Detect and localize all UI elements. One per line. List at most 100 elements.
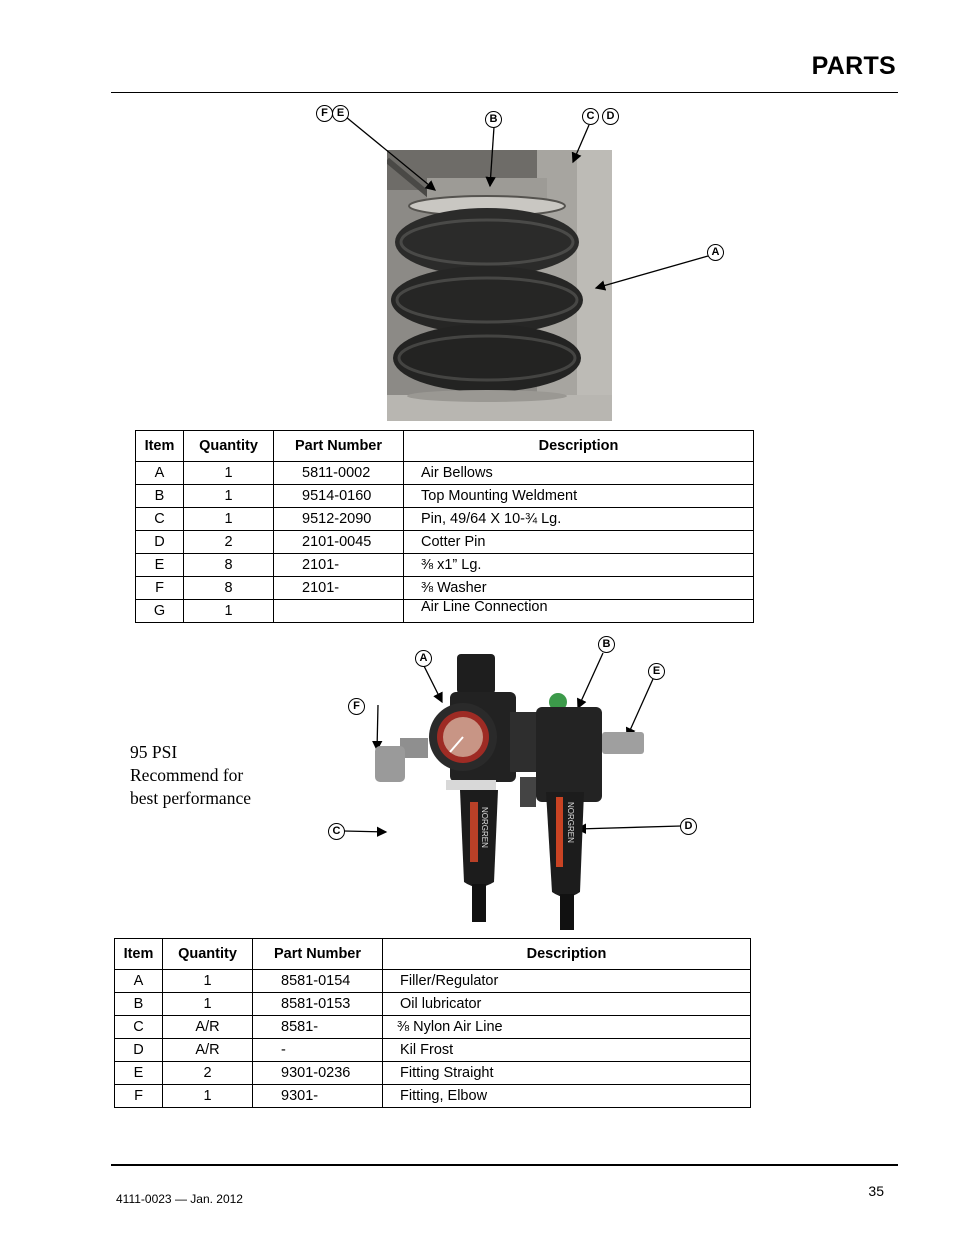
item-cell: G xyxy=(135,599,184,623)
header-rule xyxy=(111,92,898,93)
item-cell: F xyxy=(114,1084,163,1108)
description-cell: Oil lubricator xyxy=(382,992,751,1016)
quantity-cell: 1 xyxy=(183,461,274,485)
item-cell: E xyxy=(114,1061,163,1085)
col-description: Description xyxy=(382,938,751,970)
table-row: C 1 9512-2090 Pin, 49/64 X 10-¾ Lg. xyxy=(135,507,754,531)
part-number-cell: 2101- xyxy=(273,576,404,600)
quantity-cell: 8 xyxy=(183,576,274,600)
part-number-cell: 2101-0045 xyxy=(273,530,404,554)
quantity-cell: 1 xyxy=(183,599,274,623)
footer-rule xyxy=(111,1164,898,1166)
pressure-note-line: 95 PSI xyxy=(130,742,178,762)
quantity-cell: 2 xyxy=(162,1061,253,1085)
description-cell: Cotter Pin xyxy=(403,530,754,554)
item-cell: D xyxy=(114,1038,163,1062)
description-cell: ⅜ Washer xyxy=(403,576,754,600)
brand-label-left: NORGREN xyxy=(480,807,489,848)
part-number-cell: 8581- xyxy=(252,1015,383,1039)
col-quantity: Quantity xyxy=(162,938,253,970)
page-title: PARTS xyxy=(811,52,896,80)
item-cell: C xyxy=(114,1015,163,1039)
item-cell: B xyxy=(114,992,163,1016)
description-cell: Fitting, Elbow xyxy=(382,1084,751,1108)
quantity-cell: 1 xyxy=(162,969,253,993)
document-id: 4111-0023 — Jan. 2012 xyxy=(116,1192,243,1206)
item-cell: B xyxy=(135,484,184,508)
bellows-parts-table: Item Quantity Part Number Description A … xyxy=(135,430,754,623)
table-row: E 2 9301-0236 Fitting Straight xyxy=(114,1061,751,1085)
table-row: F 8 2101- ⅜ Washer xyxy=(135,576,754,600)
item-cell: E xyxy=(135,553,184,577)
table-row: B 1 9514-0160 Top Mounting Weldment xyxy=(135,484,754,508)
callout-c-fig2: C xyxy=(328,823,345,840)
table-row: C A/R 8581- ⅜ Nylon Air Line xyxy=(114,1015,751,1039)
table-row: B 1 8581-0153 Oil lubricator xyxy=(114,992,751,1016)
description-cell: ⅜ Nylon Air Line xyxy=(382,1015,751,1039)
callout-c-fig1: C xyxy=(582,108,599,125)
table-header-row: Item Quantity Part Number Description xyxy=(114,938,751,970)
item-cell: A xyxy=(114,969,163,993)
filter-regulator-photo: NORGREN NORGREN xyxy=(375,654,644,930)
quantity-cell: 1 xyxy=(162,992,253,1016)
table-row: A 1 8581-0154 Filler/Regulator xyxy=(114,969,751,993)
regulator-parts-table: Item Quantity Part Number Description A … xyxy=(114,938,751,1108)
callout-f-fig1: F xyxy=(316,105,333,122)
item-cell: D xyxy=(135,530,184,554)
col-description: Description xyxy=(403,430,754,462)
table-header-row: Item Quantity Part Number Description xyxy=(135,430,754,462)
part-number-cell: 5811-0002 xyxy=(273,461,404,485)
table-row: A 1 5811-0002 Air Bellows xyxy=(135,461,754,485)
callout-d-fig1: D xyxy=(602,108,619,125)
item-cell: C xyxy=(135,507,184,531)
callout-a-fig1: A xyxy=(707,244,724,261)
table-row: D A/R - Kil Frost xyxy=(114,1038,751,1062)
quantity-cell: 8 xyxy=(183,553,274,577)
quantity-cell: 1 xyxy=(162,1084,253,1108)
description-cell: Air Line Connection xyxy=(403,599,754,623)
callout-f-fig2: F xyxy=(348,698,365,715)
table-row: G 1 Air Line Connection xyxy=(135,599,754,623)
description-cell: Filler/Regulator xyxy=(382,969,751,993)
part-number-cell: 2101- xyxy=(273,553,404,577)
page-number: 35 xyxy=(868,1183,884,1199)
part-number-cell: 8581-0153 xyxy=(252,992,383,1016)
part-number-cell: 9301- xyxy=(252,1084,383,1108)
quantity-cell: 1 xyxy=(183,507,274,531)
description-cell: ⅜ x1” Lg. xyxy=(403,553,754,577)
col-item: Item xyxy=(135,430,184,462)
description-cell: Air Bellows xyxy=(403,461,754,485)
part-number-cell: 8581-0154 xyxy=(252,969,383,993)
air-bellows-photo xyxy=(387,150,612,421)
quantity-cell: A/R xyxy=(162,1038,253,1062)
table-row: E 8 2101- ⅜ x1” Lg. xyxy=(135,553,754,577)
description-cell: Kil Frost xyxy=(382,1038,751,1062)
col-part-number: Part Number xyxy=(252,938,383,970)
part-number-cell: 9512-2090 xyxy=(273,507,404,531)
quantity-cell: 1 xyxy=(183,484,274,508)
item-cell: A xyxy=(135,461,184,485)
part-number-cell xyxy=(273,599,404,623)
part-number-cell: 9514-0160 xyxy=(273,484,404,508)
callout-d-fig2: D xyxy=(680,818,697,835)
description-cell: Pin, 49/64 X 10-¾ Lg. xyxy=(403,507,754,531)
callout-a-fig2: A xyxy=(415,650,432,667)
pressure-note: 95 PSI Recommend for best performance xyxy=(130,741,251,810)
part-number-cell: 9301-0236 xyxy=(252,1061,383,1085)
col-item: Item xyxy=(114,938,163,970)
pressure-note-line: best performance xyxy=(130,788,251,808)
part-number-cell: - xyxy=(252,1038,383,1062)
item-cell: F xyxy=(135,576,184,600)
col-part-number: Part Number xyxy=(273,430,404,462)
callout-e-fig2: E xyxy=(648,663,665,680)
quantity-cell: A/R xyxy=(162,1015,253,1039)
callout-b-fig1: B xyxy=(485,111,502,128)
table-row: D 2 2101-0045 Cotter Pin xyxy=(135,530,754,554)
description-cell: Top Mounting Weldment xyxy=(403,484,754,508)
table-row: F 1 9301- Fitting, Elbow xyxy=(114,1084,751,1108)
brand-label-right: NORGREN xyxy=(566,802,575,843)
col-quantity: Quantity xyxy=(183,430,274,462)
callout-e-fig1: E xyxy=(332,105,349,122)
quantity-cell: 2 xyxy=(183,530,274,554)
